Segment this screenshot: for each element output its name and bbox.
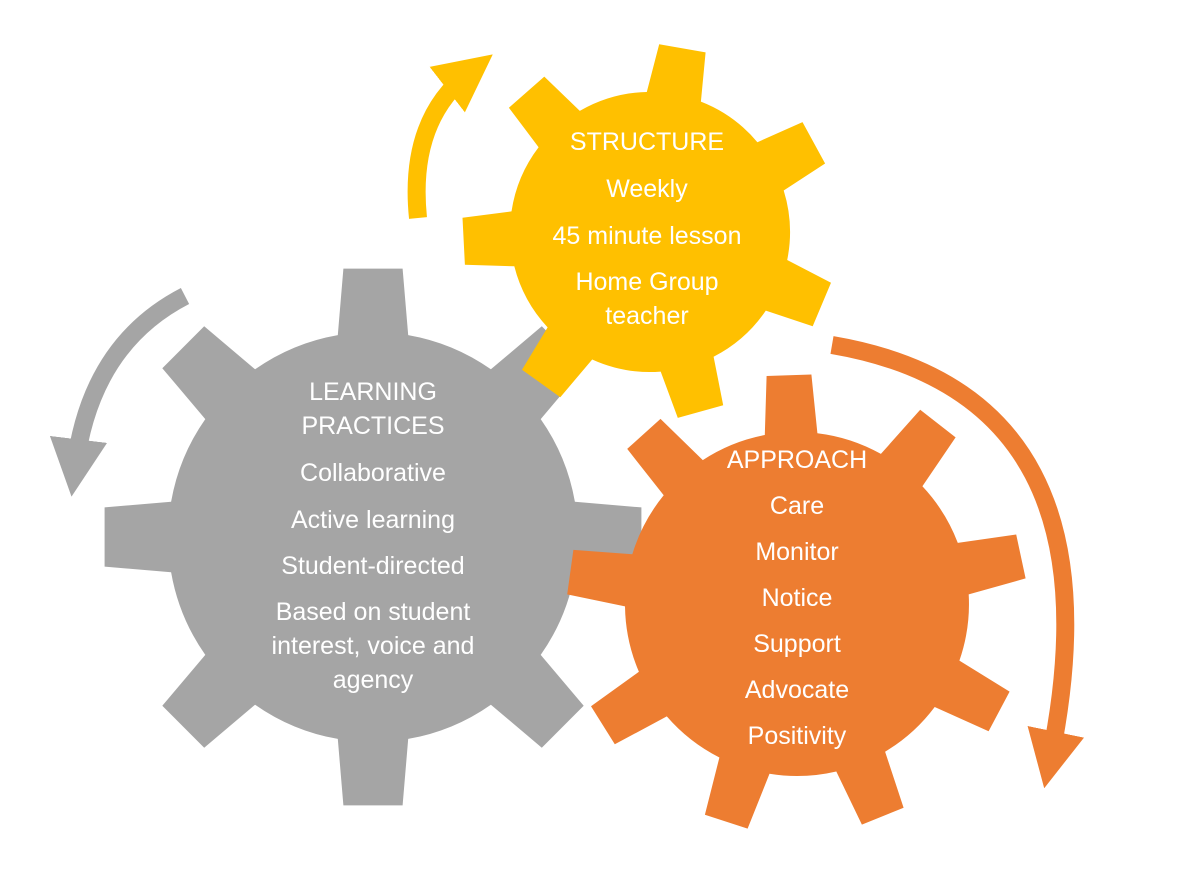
structure-text-group: STRUCTURE Weekly 45 minute lesson Home G… bbox=[552, 128, 741, 330]
approach-cycle-arrow bbox=[830, 336, 1084, 789]
learning-practices-gear bbox=[104, 268, 642, 806]
structure-item: 45 minute lesson bbox=[552, 222, 741, 250]
approach-item: Positivity bbox=[748, 722, 847, 750]
approach-item: Support bbox=[753, 630, 841, 658]
approach-item: Advocate bbox=[745, 676, 849, 704]
practices-cycle-arrow bbox=[49, 288, 190, 497]
practices-text-group: LEARNING PRACTICES Collaborative Active … bbox=[272, 378, 475, 694]
practices-item: Student-directed bbox=[281, 552, 464, 580]
approach-item: Notice bbox=[762, 584, 833, 612]
structure-title: STRUCTURE bbox=[570, 128, 724, 156]
structure-gear bbox=[462, 44, 831, 418]
approach-title: APPROACH bbox=[727, 446, 867, 474]
structure-item: Home Group bbox=[575, 268, 718, 296]
practices-item: interest, voice and bbox=[272, 632, 475, 660]
practices-item: agency bbox=[333, 666, 414, 694]
structure-cycle-arrow bbox=[407, 54, 493, 219]
approach-text-group: APPROACH Care Monitor Notice Support Adv… bbox=[727, 446, 867, 750]
practices-item: Active learning bbox=[291, 506, 455, 534]
practices-title-line: LEARNING bbox=[309, 378, 437, 406]
structure-item: Weekly bbox=[606, 175, 688, 203]
approach-gear bbox=[567, 374, 1026, 829]
approach-item: Monitor bbox=[755, 538, 838, 566]
approach-item: Care bbox=[770, 492, 824, 520]
practices-item: Based on student bbox=[276, 598, 471, 626]
structure-item: teacher bbox=[605, 302, 688, 330]
practices-title-line: PRACTICES bbox=[301, 412, 444, 440]
practices-item: Collaborative bbox=[300, 459, 446, 487]
